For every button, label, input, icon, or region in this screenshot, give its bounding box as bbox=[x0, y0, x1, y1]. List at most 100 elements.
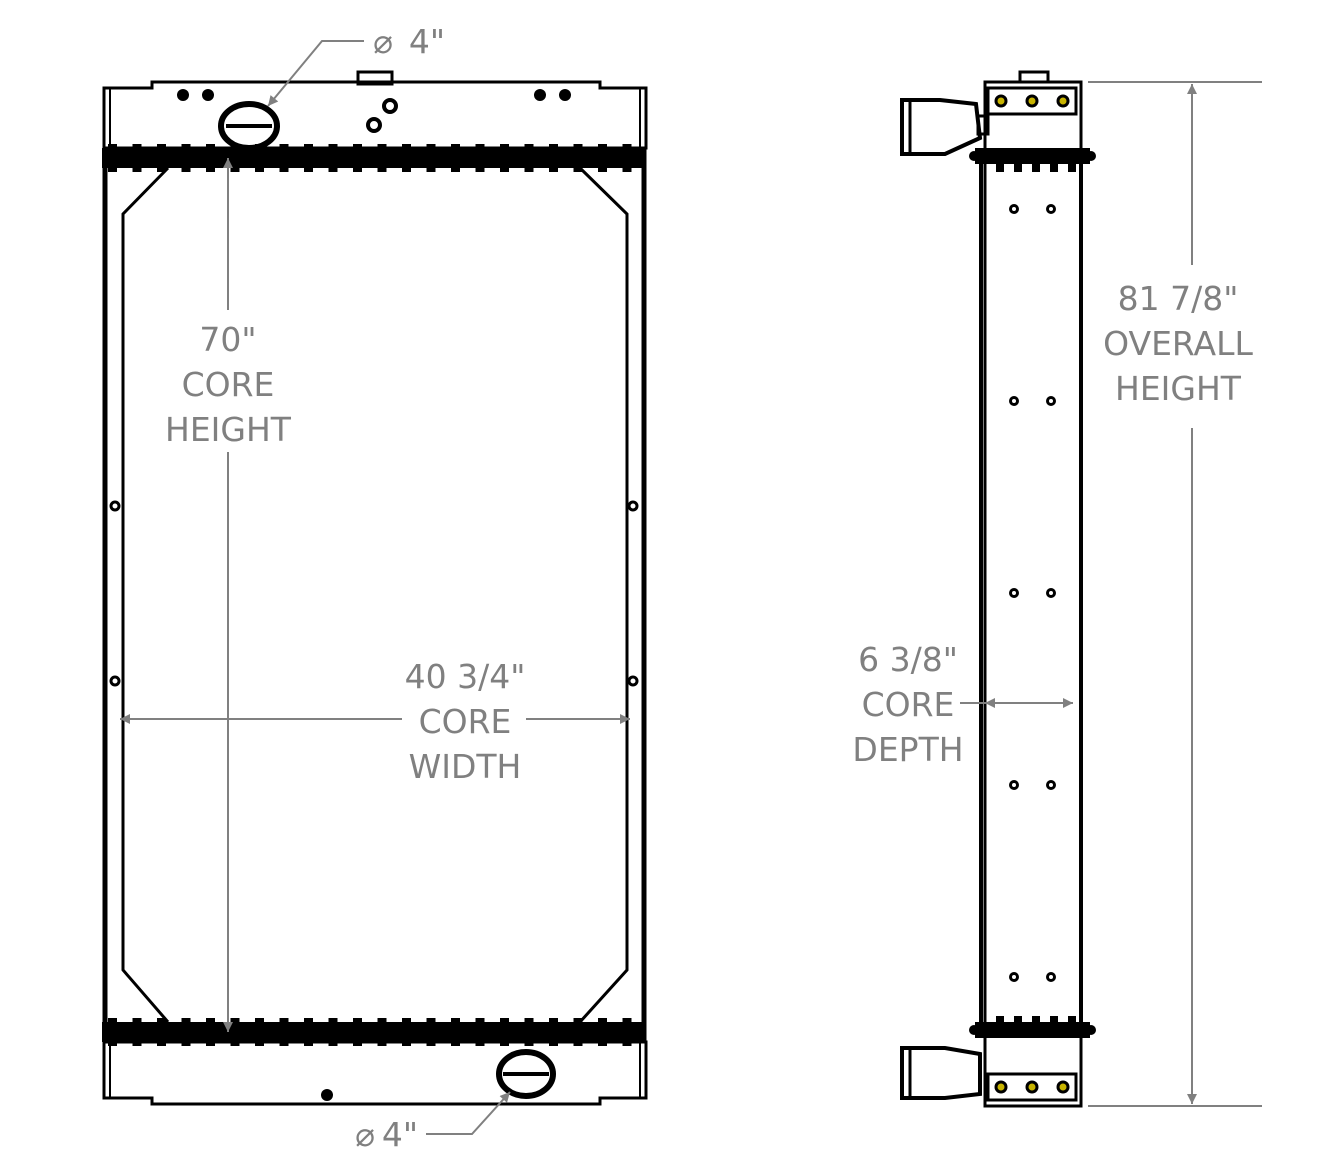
header-tooth bbox=[108, 144, 117, 172]
mounting-hole bbox=[1009, 780, 1019, 790]
header-tooth bbox=[1014, 1016, 1022, 1028]
header-tooth bbox=[206, 144, 215, 172]
header-tooth bbox=[475, 144, 485, 172]
core-depth-label-line2: DEPTH bbox=[852, 730, 963, 769]
header-tooth bbox=[304, 1018, 313, 1046]
side-mounting-holes bbox=[1009, 204, 1056, 982]
header-tooth bbox=[996, 160, 1004, 172]
header-tooth bbox=[622, 144, 632, 172]
header-tooth bbox=[573, 144, 583, 172]
bolt bbox=[994, 1080, 1008, 1094]
core-height-dimension: 70" CORE HEIGHT bbox=[165, 158, 292, 1032]
header-tooth bbox=[206, 1018, 215, 1046]
header-tooth bbox=[328, 144, 338, 172]
header-tooth bbox=[181, 144, 191, 172]
header-tooth bbox=[1014, 160, 1022, 172]
core-depth-value: 6 3/8" bbox=[858, 640, 958, 679]
header-tooth bbox=[598, 144, 607, 172]
header-tooth bbox=[426, 1018, 436, 1046]
bottom-header bbox=[102, 1018, 646, 1046]
core-width-value: 40 3/4" bbox=[405, 657, 526, 696]
core-width-label-line1: CORE bbox=[419, 702, 512, 741]
core-height-label-line2: HEIGHT bbox=[165, 410, 292, 449]
header-tooth bbox=[573, 1018, 583, 1046]
header-tooth bbox=[1068, 160, 1076, 172]
header-tooth bbox=[304, 144, 313, 172]
mounting-hole bbox=[1009, 588, 1019, 598]
bolt bbox=[1025, 1080, 1039, 1094]
header-tooth bbox=[132, 1018, 142, 1046]
header-tooth bbox=[500, 1018, 509, 1046]
overall-height-label-line2: HEIGHT bbox=[1115, 369, 1242, 408]
header-tooth bbox=[230, 1018, 240, 1046]
header-tooth bbox=[1032, 1016, 1040, 1028]
inlet-diameter-label: 4" bbox=[409, 22, 445, 61]
header-tooth bbox=[1068, 1016, 1076, 1028]
header-tooth bbox=[157, 1018, 166, 1046]
header-tooth bbox=[157, 144, 166, 172]
header-tooth bbox=[255, 1018, 264, 1046]
header-tooth bbox=[598, 1018, 607, 1046]
header-tooth bbox=[996, 1016, 1004, 1028]
header-tooth bbox=[524, 1018, 534, 1046]
mounting-hole bbox=[1046, 972, 1056, 982]
side-inlet-pipe bbox=[900, 98, 983, 156]
core-height-label-line1: CORE bbox=[182, 365, 275, 404]
diameter-symbol: ⌀ bbox=[373, 22, 393, 61]
header-tooth bbox=[279, 1018, 289, 1046]
header-tooth bbox=[524, 144, 534, 172]
overall-height-label-line1: OVERALL bbox=[1103, 324, 1253, 363]
header-tooth bbox=[622, 1018, 632, 1046]
outlet-diameter-dimension: ⌀ 4" bbox=[355, 1091, 511, 1154]
header-tooth bbox=[402, 1018, 411, 1046]
header-tooth bbox=[451, 1018, 460, 1046]
top-header bbox=[102, 144, 646, 172]
bottom-tank bbox=[102, 1040, 648, 1106]
side-bottom-tank bbox=[900, 1046, 1078, 1102]
outlet-diameter-label: 4" bbox=[382, 1115, 418, 1154]
header-tooth bbox=[230, 144, 240, 172]
header-tooth bbox=[475, 1018, 485, 1046]
header-tooth bbox=[279, 144, 289, 172]
bolt bbox=[1056, 94, 1070, 108]
core-depth-label-line1: CORE bbox=[862, 685, 955, 724]
front-view: ⌀ 4" ⌀ 4" 70" CORE HEIGHT 40 3/4" CORE W… bbox=[102, 22, 648, 1154]
core bbox=[102, 148, 647, 1042]
header-tooth bbox=[500, 144, 509, 172]
side-top-header bbox=[969, 148, 1096, 172]
header-tooth bbox=[549, 144, 558, 172]
inlet-diameter-dimension: ⌀ 4" bbox=[267, 22, 445, 107]
header-tooth bbox=[132, 144, 142, 172]
side-view: 6 3/8" CORE DEPTH 81 7/8" OVERALL HEIGHT bbox=[852, 70, 1262, 1108]
diameter-symbol: ⌀ bbox=[355, 1115, 375, 1154]
header-tooth bbox=[377, 144, 387, 172]
mounting-hole bbox=[1046, 204, 1056, 214]
mounting-hole bbox=[1009, 972, 1019, 982]
side-outlet-pipe bbox=[900, 1046, 982, 1100]
mounting-hole bbox=[1009, 204, 1019, 214]
header-tooth bbox=[353, 144, 362, 172]
bolt bbox=[1056, 1080, 1070, 1094]
outlet-pipe bbox=[496, 1049, 556, 1099]
header-tooth bbox=[451, 144, 460, 172]
header-tooth bbox=[108, 1018, 117, 1046]
core-depth-dimension: 6 3/8" CORE DEPTH bbox=[852, 640, 1073, 769]
header-tooth bbox=[1050, 1016, 1058, 1028]
header-tooth bbox=[353, 1018, 362, 1046]
header-tooth bbox=[1050, 160, 1058, 172]
core-height-value: 70" bbox=[199, 320, 256, 359]
overall-height-value: 81 7/8" bbox=[1118, 279, 1239, 318]
core-width-label-line2: WIDTH bbox=[409, 747, 522, 786]
header-tooth bbox=[426, 144, 436, 172]
side-top-tank bbox=[900, 70, 1078, 156]
mounting-hole bbox=[1046, 780, 1056, 790]
header-tooth bbox=[255, 144, 264, 172]
side-bottom-header bbox=[969, 1016, 1096, 1038]
mounting-hole bbox=[1046, 396, 1056, 406]
mounting-hole bbox=[1046, 588, 1056, 598]
mounting-hole bbox=[1009, 396, 1019, 406]
header-tooth bbox=[377, 1018, 387, 1046]
header-tooth bbox=[328, 1018, 338, 1046]
bolt bbox=[1025, 94, 1039, 108]
